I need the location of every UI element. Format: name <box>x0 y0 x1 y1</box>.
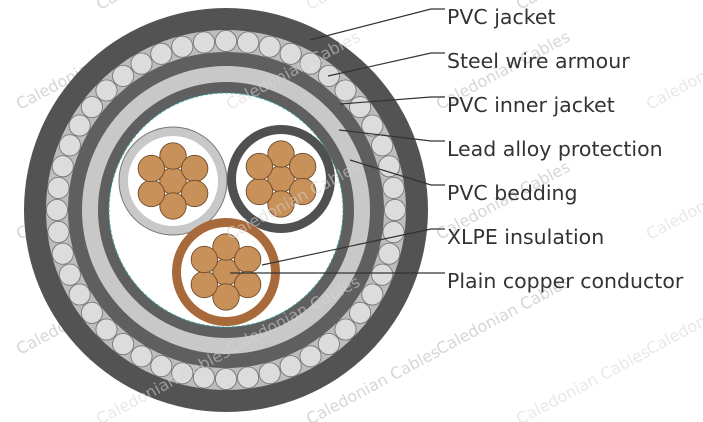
steel-wire <box>95 79 118 102</box>
steel-wire <box>349 301 372 324</box>
copper-strand <box>190 245 219 274</box>
leader-line-lead-alloy-protection <box>338 129 445 142</box>
steel-wire <box>214 29 238 53</box>
steel-wire <box>192 366 215 389</box>
label-pvc-inner-jacket: PVC inner jacket <box>447 93 615 117</box>
copper-strand <box>159 142 187 170</box>
label-lead-alloy-protection: Lead alloy protection <box>447 137 663 161</box>
label-xlpe-insulation: XLPE insulation <box>447 225 604 249</box>
steel-wire <box>150 355 173 378</box>
copper-strand <box>180 154 209 183</box>
steel-wire <box>279 355 302 378</box>
watermark-text: Caledonian Cables <box>643 157 703 244</box>
label-steel-wire-armour: Steel wire armour <box>447 49 630 73</box>
steel-wire <box>150 42 173 65</box>
steel-wire <box>68 283 91 306</box>
steel-wire <box>299 345 322 368</box>
copper-strand <box>245 152 274 181</box>
steel-wire <box>334 318 357 341</box>
leader-lines <box>230 8 445 274</box>
steel-wire <box>51 155 74 178</box>
leader-line-pvc-bedding <box>349 159 445 186</box>
leader-line-pvc-jacket <box>309 8 445 41</box>
copper-strand <box>137 179 166 208</box>
steel-wire <box>361 283 384 306</box>
leader-line-pvc-inner-jacket <box>339 96 445 105</box>
steel-wire <box>58 134 81 157</box>
steel-wire <box>317 333 340 356</box>
steel-wire <box>214 367 238 391</box>
label-pvc-bedding: PVC bedding <box>447 181 578 205</box>
steel-wire <box>171 362 194 385</box>
copper-strand <box>180 179 209 208</box>
plain-copper-conductors <box>137 140 317 311</box>
steel-wire <box>361 114 384 137</box>
steel-wire <box>192 31 215 54</box>
steel-wire <box>237 366 260 389</box>
steel-wire <box>258 35 281 58</box>
steel-wire <box>371 134 394 157</box>
copper-strand <box>288 152 317 181</box>
steel-wire <box>171 35 194 58</box>
steel-wire <box>45 198 69 222</box>
steel-wire <box>378 155 401 178</box>
steel-wire <box>47 176 70 199</box>
copper-strand <box>212 233 240 261</box>
steel-wire <box>112 333 135 356</box>
steel-wire <box>382 176 405 199</box>
steel-wire <box>334 79 357 102</box>
steel-wire <box>237 31 260 54</box>
copper-strand <box>267 140 295 168</box>
steel-wire <box>95 318 118 341</box>
steel-wire <box>382 221 405 244</box>
steel-wire <box>51 242 74 265</box>
steel-wire-armour <box>45 29 407 391</box>
steel-wire <box>80 301 103 324</box>
copper-strand <box>288 177 317 206</box>
copper-strand <box>245 177 274 206</box>
steel-wire <box>47 221 70 244</box>
label-plain-copper-conductor: Plain copper conductor <box>447 269 684 293</box>
steel-wire <box>371 263 394 286</box>
steel-wire <box>299 52 322 75</box>
copper-strand <box>233 270 262 299</box>
steel-wire <box>279 42 302 65</box>
leader-line-xlpe-insulation <box>261 228 445 266</box>
steel-wire <box>383 198 407 222</box>
copper-strand <box>159 192 187 220</box>
steel-wire <box>68 114 91 137</box>
copper-strand <box>190 270 219 299</box>
steel-wire <box>130 345 153 368</box>
steel-wire <box>349 96 372 119</box>
leader-line-steel-wire-armour <box>327 52 445 77</box>
watermark-text: Caledonian Cables <box>643 27 703 114</box>
steel-wire <box>258 362 281 385</box>
label-pvc-jacket: PVC jacket <box>447 5 556 29</box>
steel-wire <box>130 52 153 75</box>
copper-strand <box>212 283 240 311</box>
steel-wire <box>58 263 81 286</box>
watermark-text: Caledonian Cables <box>513 342 653 422</box>
copper-strand <box>267 190 295 218</box>
steel-wire <box>80 96 103 119</box>
steel-wire <box>378 242 401 265</box>
copper-strand <box>233 245 262 274</box>
steel-wire <box>112 64 135 87</box>
copper-strand <box>137 154 166 183</box>
callout-labels: PVC jacket Steel wire armour PVC inner j… <box>447 5 684 293</box>
